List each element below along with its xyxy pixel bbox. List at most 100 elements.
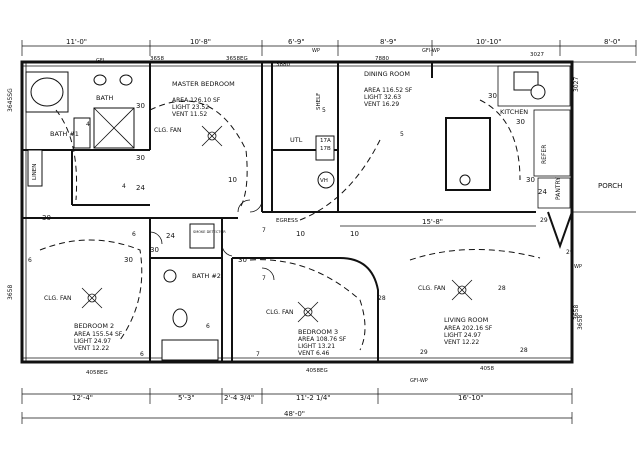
room-utility: UTL [290, 136, 303, 144]
circuit-number: 30 [150, 246, 159, 254]
kitchen-sink-icon [513, 71, 539, 91]
island-outlet-icon [459, 174, 471, 186]
window-label-8: 4058 [480, 366, 494, 372]
fan-label: CLG. FAN [266, 309, 294, 316]
ceiling-fan-icon [451, 279, 473, 301]
dim-overall: 48'-0" [284, 410, 305, 418]
window-label-1: 3658 [150, 56, 164, 62]
room-light: LIGHT 32.63 [364, 94, 401, 101]
circuit-number: 24 [166, 232, 175, 240]
circuit-number: 6 [206, 323, 210, 330]
room-vent: VENT 6.46 [298, 350, 329, 357]
room-name: DINING ROOM [364, 70, 410, 78]
circuit-number: 10 [296, 230, 305, 238]
dim-bottom-3: 2'-4 3/4" [224, 394, 254, 402]
circuit-number: 30 [136, 102, 145, 110]
sink-icon [93, 74, 107, 86]
room-vent: VENT 12.22 [74, 345, 109, 352]
circuit-number: 4 [86, 121, 90, 128]
dim-bottom-4: 11'-2 1/4" [296, 394, 331, 402]
circuit-number: 6 [140, 351, 144, 358]
circuit-number: 29 [566, 249, 574, 256]
bottom-dimension-line: 12'-4" 5'-3" 2'-4 3/4" 11'-2 1/4" 16'-10… [21, 388, 573, 404]
room-living-label: LIVING ROOM AREA 202.16 SF LIGHT 24.97 V… [444, 316, 493, 346]
circuit-number: 7 [262, 227, 266, 234]
room-refer: REFER [541, 145, 548, 164]
dim-top-4: 8'-9" [380, 38, 397, 46]
dim-top-6: 8'-0" [604, 38, 621, 46]
shelf-label: SHELF [316, 93, 322, 110]
smoke-detector-box [189, 223, 215, 249]
circuit-number: 5 [400, 131, 404, 138]
sink-icon [163, 269, 177, 283]
water-heater-icon [317, 171, 335, 189]
circuit-number: 30 [124, 256, 133, 264]
window-label-right-2: 3027 [573, 77, 580, 92]
gfi-wp-label: GFI-WP [410, 378, 428, 384]
gfi-wp-label: GFI-WP [422, 48, 440, 54]
circuit-number: 30 [42, 214, 51, 222]
range-icon [530, 84, 546, 100]
room-master-label: MASTER BEDROOM AREA 126.10 SF LIGHT 23.5… [172, 80, 235, 118]
window-label-left-1: 3645SG [7, 88, 14, 112]
vh-label: VH [320, 178, 328, 184]
circuit-number: 28 [498, 285, 506, 292]
toilet-icon [172, 308, 188, 328]
room-bath2: BATH #2 [192, 272, 221, 280]
circuit-numbers: 30 30 30 30 30 30 30 30 30 24 24 24 10 1… [28, 92, 574, 358]
panel-17a: 17A [320, 138, 331, 144]
circuit-number: 7 [262, 275, 266, 282]
room-bedroom2-label: BEDROOM 2 AREA 155.54 SF LIGHT 24.97 VEN… [74, 322, 123, 352]
room-vent: VENT 11.52 [172, 111, 207, 118]
circuit-number: 30 [136, 154, 145, 162]
room-area: AREA 126.10 SF [172, 97, 221, 104]
circuit-number: 29 [540, 217, 548, 224]
circuit-number: 30 [488, 92, 497, 100]
circuit-number: 28 [520, 347, 528, 354]
dim-top-2: 10'-8" [190, 38, 211, 46]
circuit-number: 10 [228, 176, 237, 184]
room-name: LIVING ROOM [444, 316, 488, 324]
circuit-number: 30 [516, 118, 525, 126]
interior-walls [22, 62, 573, 362]
egress-label: EGRESS [276, 218, 299, 224]
room-light: LIGHT 23.52 [172, 104, 209, 111]
room-porch: PORCH [598, 182, 622, 190]
room-name: MASTER BEDROOM [172, 80, 235, 88]
window-label-right-1: 3658 [577, 315, 584, 330]
circuit-number: 4 [122, 183, 126, 190]
circuit-number: 28 [378, 295, 386, 302]
room-light: LIGHT 24.97 [74, 338, 111, 345]
dim-top-5: 10'-10" [476, 38, 501, 46]
panel-17b: 17B [320, 146, 331, 152]
dim-bottom-2: 5'-3" [178, 394, 195, 402]
room-light: LIGHT 24.97 [444, 332, 481, 339]
room-pantry: PANTRY [555, 177, 562, 200]
circuit-number: 6 [28, 257, 32, 264]
room-dining-label: DINING ROOM AREA 116.52 SF LIGHT 32.63 V… [364, 70, 413, 108]
window-label-3: 3880 [276, 62, 290, 68]
circuit-number: 29 [420, 349, 428, 356]
fan-label: CLG. FAN [418, 285, 446, 292]
dim-top-3: 6'-9" [288, 38, 305, 46]
dim-bottom-1: 12'-4" [72, 394, 93, 402]
wiring-arcs [39, 99, 541, 351]
window-label-5: 3027 [530, 52, 544, 58]
room-area: AREA 116.52 SF [364, 87, 413, 94]
window-label-6: 4058EG [86, 370, 108, 376]
electrical-panel [315, 135, 335, 161]
circuit-number: 30 [238, 256, 247, 264]
top-dimension-line: 11'-0" 10'-8" 6'-9" 8'-9" 10'-10" 8'-0" [21, 38, 637, 56]
room-area: AREA 108.76 SF [298, 336, 347, 343]
room-light: LIGHT 13.21 [298, 343, 335, 350]
fan-label: CLG. FAN [154, 127, 182, 134]
sink-icon [119, 74, 133, 86]
linen-closet [27, 149, 43, 187]
dim-top-1: 11'-0" [66, 38, 87, 46]
ceiling-fan-icon [297, 301, 319, 323]
dim-interior: 15'-8" [422, 218, 443, 226]
circuit-number: 5 [322, 107, 326, 114]
toilet-icon [73, 117, 91, 149]
room-vent: VENT 16.29 [364, 101, 399, 108]
